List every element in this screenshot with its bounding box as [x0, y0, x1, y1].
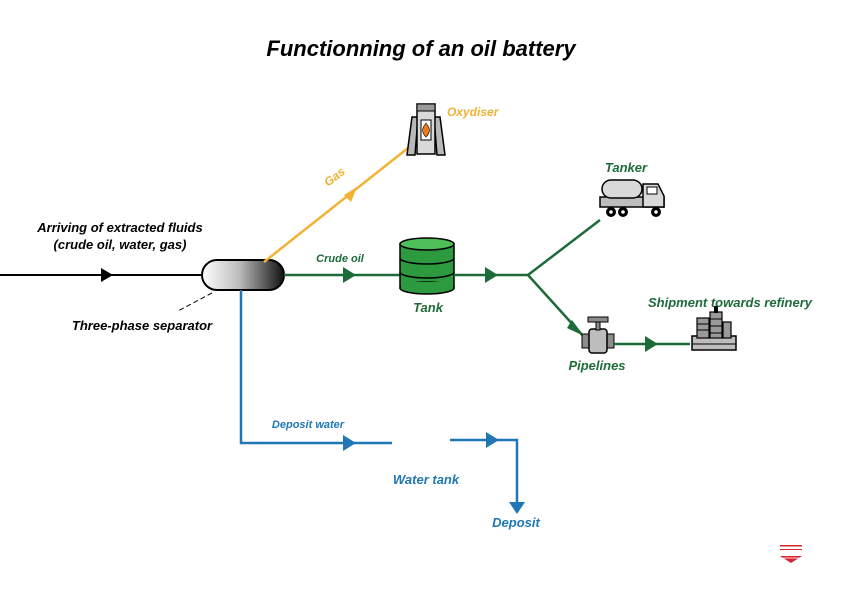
incoming-flow-line — [0, 268, 205, 282]
deposit-water-flow-line — [239, 290, 392, 451]
separator-vessel-icon — [201, 259, 285, 291]
refinery-icon — [691, 306, 737, 351]
separator-label: Three-phase separator — [72, 318, 213, 333]
tank-label: Tank — [413, 300, 444, 315]
deposit-label: Deposit — [492, 515, 540, 530]
company-logo-icon — [780, 545, 802, 563]
deposit-flow-line — [450, 432, 525, 514]
flow-arrow-crude-oil — [343, 267, 356, 283]
gas-label: Gas — [321, 164, 348, 189]
flow-arrow-pipeline-branch — [567, 320, 584, 336]
diagram-title: Functionning of an oil battery — [266, 36, 577, 61]
oxydiser-label: Oxydiser — [447, 105, 500, 119]
refinery-flow-line — [614, 336, 690, 352]
storage-tank-icon — [399, 237, 455, 295]
water-tank-label: Water tank — [393, 472, 460, 487]
arriving-fluids-sublabel: (crude oil, water, gas) — [54, 237, 187, 252]
flow-arrow-incoming — [101, 268, 113, 282]
pipeline-branch-line — [527, 274, 586, 339]
flow-arrow-deposit-water — [343, 435, 356, 451]
crude-oil-label: Crude oil — [316, 253, 365, 265]
tank-outflow-line — [454, 267, 528, 283]
gas-flow-line — [263, 147, 409, 263]
pipeline-valve-icon — [581, 316, 615, 354]
flare-oxydiser-icon — [406, 103, 446, 156]
deposit-water-label: Deposit water — [272, 419, 345, 431]
tanker-branch-line — [527, 219, 601, 276]
pipelines-label: Pipelines — [568, 358, 625, 373]
flow-arrow-tank-out — [485, 267, 498, 283]
flow-arrow-deposit — [509, 502, 525, 514]
flow-arrow-gas — [344, 187, 357, 202]
tanker-label: Tanker — [605, 160, 648, 175]
shipment-label: Shipment towards refinery — [648, 295, 813, 310]
arriving-fluids-label: Arriving of extracted fluids — [36, 220, 202, 235]
flow-arrow-water-tank-out — [486, 432, 499, 448]
flow-arrow-refinery — [645, 336, 658, 352]
tanker-truck-icon — [599, 179, 665, 217]
separator-leader-line — [177, 292, 213, 312]
crude-oil-flow-line — [284, 267, 400, 283]
